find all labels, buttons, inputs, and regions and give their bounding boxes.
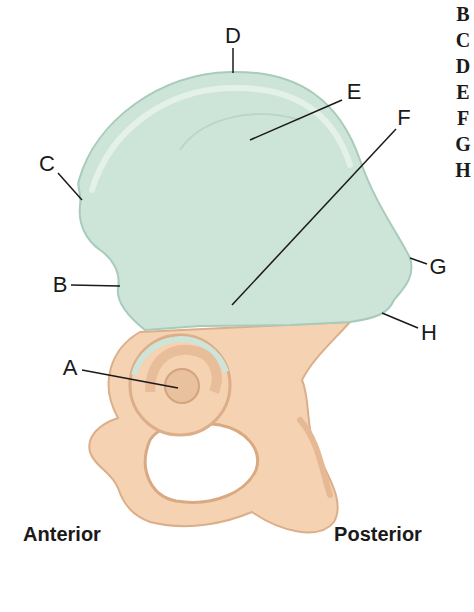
ilium xyxy=(78,72,411,330)
leader-line xyxy=(58,173,82,200)
pubis-ischium xyxy=(89,322,350,532)
answer-list-letter: B xyxy=(456,4,469,24)
answer-list-letter: H xyxy=(455,160,471,180)
callout-letter: H xyxy=(421,322,437,344)
acetabulum xyxy=(130,335,230,435)
answer-list-letter: D xyxy=(456,56,470,76)
obturator-foramen xyxy=(145,423,257,502)
leader-line xyxy=(382,313,418,328)
bone-shading xyxy=(300,420,330,495)
callout-letter: B xyxy=(53,274,68,296)
leader-line xyxy=(232,48,234,73)
leader-line xyxy=(71,285,120,286)
answer-list-letter: C xyxy=(456,30,470,50)
iliac-crest-highlight xyxy=(92,88,350,190)
callout-letter: C xyxy=(39,153,55,175)
callout-letter: D xyxy=(225,25,241,47)
callout-letter: G xyxy=(429,256,446,278)
orientation-label: Anterior xyxy=(23,524,101,544)
callout-letter: A xyxy=(63,357,78,379)
orientation-label: Posterior xyxy=(334,524,422,544)
callout-letter: F xyxy=(397,107,410,129)
callout-letter: E xyxy=(347,81,362,103)
answer-list-letter: F xyxy=(457,108,469,128)
answer-list-letter: G xyxy=(455,134,471,154)
gluteal-line xyxy=(180,114,300,150)
leader-line xyxy=(250,100,342,140)
leader-line xyxy=(232,129,396,305)
leader-line xyxy=(82,370,178,388)
answer-list-letter: E xyxy=(456,82,469,102)
leader-line xyxy=(410,258,427,264)
